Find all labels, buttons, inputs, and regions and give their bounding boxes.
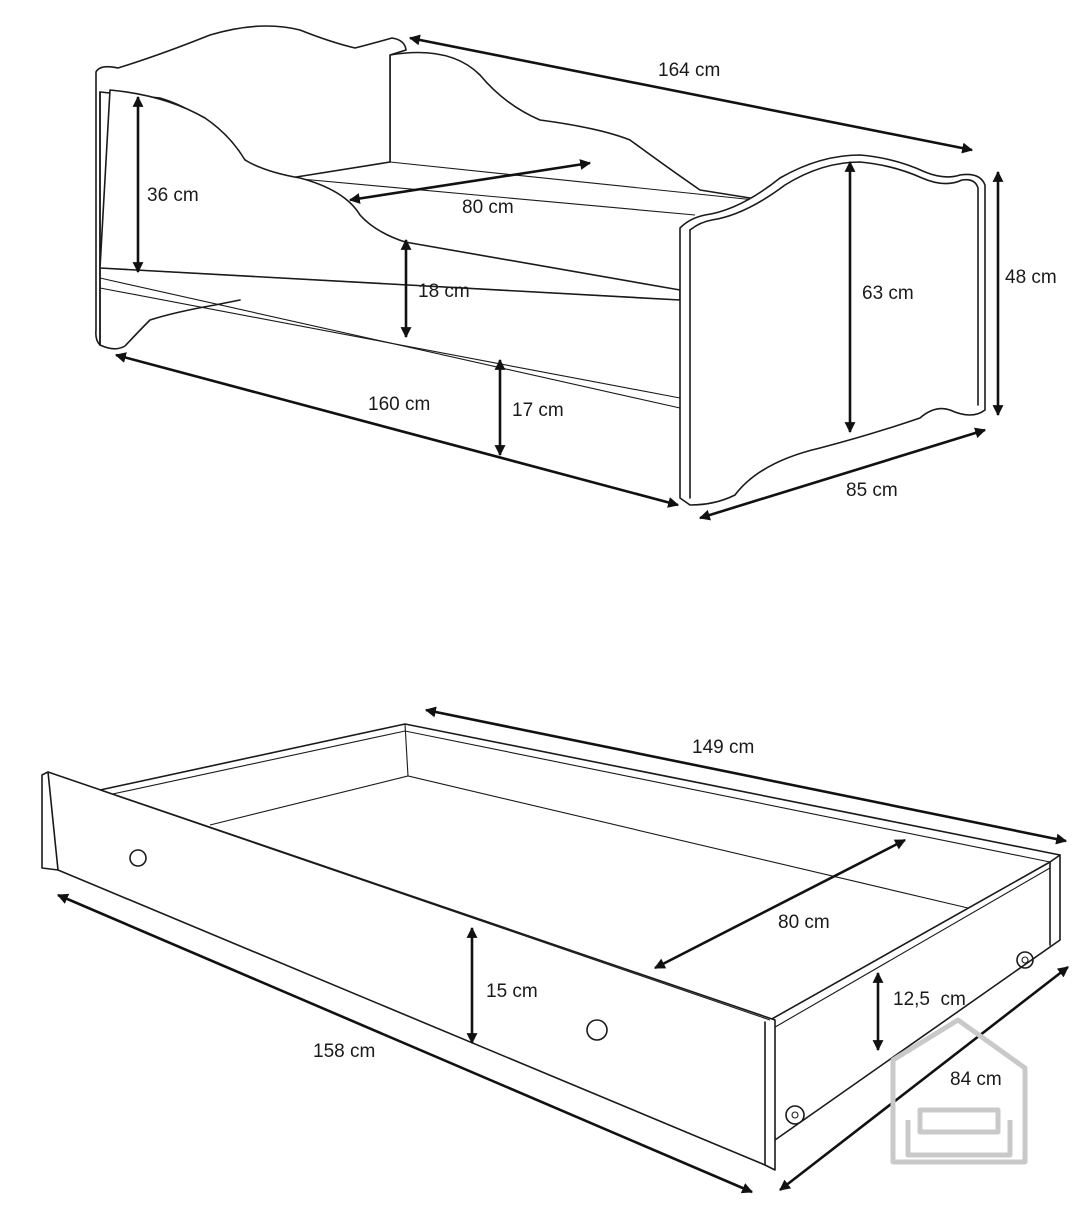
drawer-back-wall xyxy=(99,723,1061,856)
bed-head-board xyxy=(679,154,986,506)
drawer-drawing: 149 cm 80 cm 15 cm 12,5 cm 158 cm 84 cm xyxy=(41,706,1069,1194)
label-bed-inner-width: 80 cm xyxy=(462,197,514,218)
label-bed-length-top: 164 cm xyxy=(658,60,720,81)
label-drawer-length-top: 149 cm xyxy=(692,737,754,758)
dim-arrow-drawer-length-bottom xyxy=(56,893,754,1194)
circle-knob-icon xyxy=(129,849,147,867)
dim-arrow-bed-length-top xyxy=(408,34,974,154)
label-bed-rail-height: 18 cm xyxy=(418,281,470,302)
house-sofa-watermark-icon xyxy=(890,1017,1028,1165)
bed-drawing: 164 cm 80 cm 36 cm 18 cm 17 cm 160 cm 63… xyxy=(95,25,1057,521)
dim-arrow-drawer-length-top xyxy=(424,706,1068,845)
drawer-front-panel xyxy=(41,771,776,1171)
dim-arrow-bed-inner-width xyxy=(348,159,592,204)
label-drawer-inner-width: 80 cm xyxy=(778,912,830,933)
label-drawer-front-height: 15 cm xyxy=(486,981,538,1002)
label-drawer-side-height: 12,5 cm xyxy=(893,989,966,1010)
dim-arrow-bed-length-bottom xyxy=(114,352,680,508)
dim-arrow-drawer-depth xyxy=(779,965,1069,1192)
dim-arrow-drawer-inner-width xyxy=(654,838,906,970)
label-bed-clearance: 17 cm xyxy=(512,400,564,421)
label-bed-total-height: 48 cm xyxy=(1005,267,1057,288)
label-drawer-length-bottom: 158 cm xyxy=(313,1041,375,1062)
bed-front-rail xyxy=(99,89,681,301)
label-bed-side-height: 36 cm xyxy=(147,185,199,206)
label-bed-depth: 85 cm xyxy=(846,480,898,501)
dim-arrow-bed-depth xyxy=(698,427,987,521)
label-drawer-depth: 84 cm xyxy=(950,1069,1002,1090)
label-bed-length-bottom: 160 cm xyxy=(368,394,430,415)
label-bed-head-height: 63 cm xyxy=(862,283,914,304)
